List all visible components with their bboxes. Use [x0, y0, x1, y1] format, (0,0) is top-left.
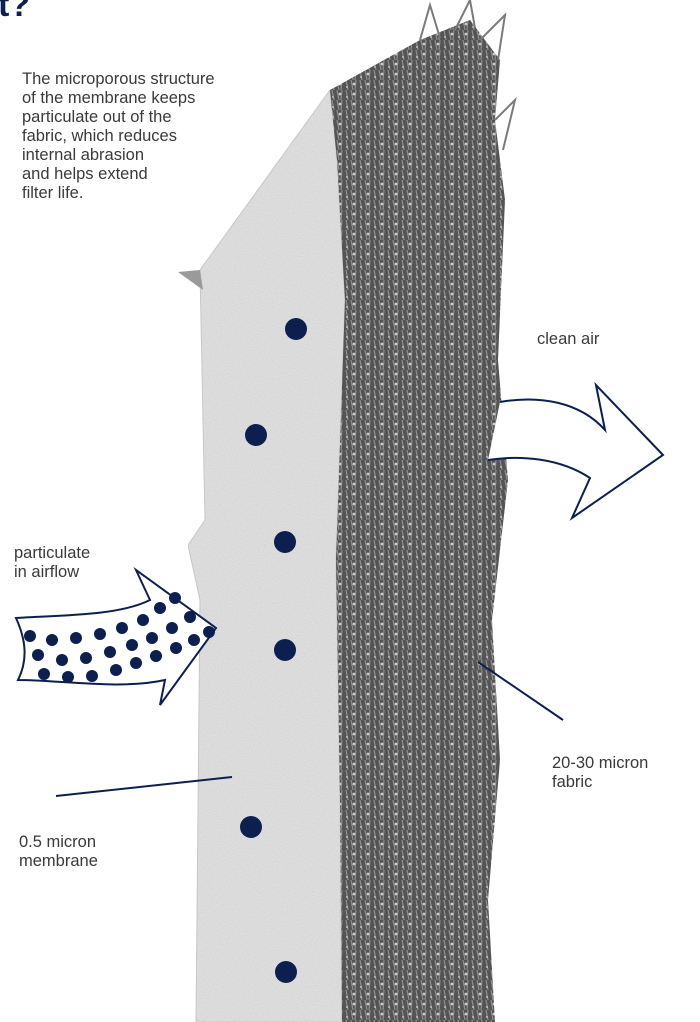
particulate-label: particulate in airflow	[14, 544, 90, 582]
particle-dot	[274, 531, 296, 553]
fabric-layer	[330, 20, 508, 1022]
membrane-label: 0.5 micron membrane	[19, 833, 98, 871]
particle-dot	[275, 961, 297, 983]
particle-dot	[274, 639, 296, 661]
description-text: The microporous structure of the membran…	[22, 70, 215, 203]
clean-air-arrow	[488, 385, 663, 518]
particulate-arrow	[16, 570, 216, 705]
particle-dot	[285, 318, 307, 340]
particle-dot	[240, 816, 262, 838]
clean-air-label: clean air	[537, 330, 599, 349]
fabric-label: 20-30 micron fabric	[552, 754, 648, 792]
membrane-shadow-edge	[178, 270, 203, 290]
membrane-layer	[188, 90, 345, 1022]
particle-dot	[245, 424, 267, 446]
